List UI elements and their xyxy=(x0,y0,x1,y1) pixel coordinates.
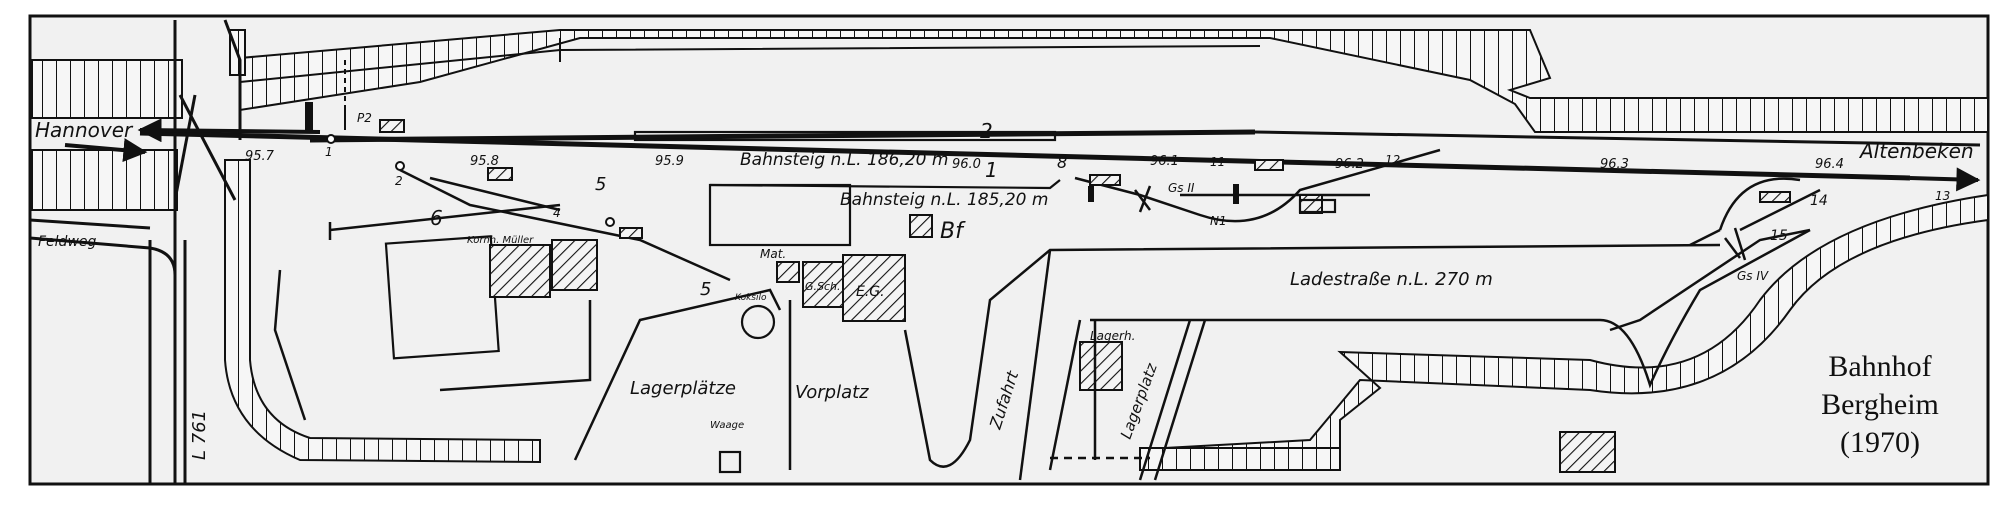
label-mat: Mat. xyxy=(760,247,786,261)
label-p2: P2 xyxy=(357,111,372,125)
siding-15 xyxy=(1609,228,1811,332)
label-lagerh: Lagerh. xyxy=(1090,329,1135,343)
label-hannover: Hannover xyxy=(35,118,134,142)
yard-roads xyxy=(273,243,1721,481)
label-track-2: 2 xyxy=(980,119,993,143)
east-fence-curve xyxy=(1139,193,1989,471)
signals xyxy=(305,60,1791,261)
feldweg-road xyxy=(29,236,177,276)
side-tracks xyxy=(328,148,1821,389)
label-waage: Waage xyxy=(710,420,744,431)
label-track-5b: 5 xyxy=(700,279,711,300)
north-fence-strip xyxy=(239,29,1989,133)
signal-p2 xyxy=(305,102,313,130)
waage-box xyxy=(718,450,742,474)
label-gs2: Gs II xyxy=(1168,181,1195,195)
altenbeken-arrow xyxy=(1909,167,1981,192)
kornhaus-building xyxy=(489,244,551,298)
main-track-2 xyxy=(309,129,1256,143)
label-lagerplaetze: Lagerplätze xyxy=(630,378,736,399)
label-km-961: 96.1 xyxy=(1150,154,1179,169)
label-km-960: 96.0 xyxy=(952,157,981,172)
west-fence-blocks xyxy=(31,29,246,211)
label-kornhaus: Kornh. Müller xyxy=(467,235,534,246)
label-feldweg: Feldweg xyxy=(38,234,97,250)
label-eg: E.G. xyxy=(856,284,885,300)
label-switch-12: 12 xyxy=(1385,153,1400,167)
label-km-957: 95.7 xyxy=(245,149,275,164)
caption-line-2: Bergheim xyxy=(1821,388,1939,421)
hannover-arrow-up xyxy=(137,118,321,143)
main-track-2-east xyxy=(1254,130,1981,147)
label-road: L 761 xyxy=(189,410,210,460)
eg-building xyxy=(842,254,906,322)
bf-icon-box xyxy=(909,214,933,238)
caption-line-3: (1970) xyxy=(1840,426,1920,459)
label-track-1: 1 xyxy=(985,158,998,182)
feldweg-road-edge xyxy=(29,218,151,230)
road-l761 xyxy=(148,19,541,484)
label-switch-4: 4 xyxy=(553,206,561,220)
label-km-964: 96.4 xyxy=(1815,157,1844,172)
label-switch-13: 13 xyxy=(1935,189,1950,203)
label-track-5: 5 xyxy=(595,174,606,195)
text-labels: Hannover Altenbeken 2 1 5 5 6 1 2 4 8 11… xyxy=(35,111,1974,460)
track-5-siding xyxy=(399,168,731,282)
label-koksilo: Koksilo xyxy=(735,293,767,303)
hannover-arrow-in xyxy=(64,138,148,163)
label-platform-1: Bahnsteig n.L. 186,20 m xyxy=(740,150,948,170)
label-gs4: Gs IV xyxy=(1737,269,1769,283)
label-km-962: 96.2 xyxy=(1335,157,1364,172)
label-km-959: 95.9 xyxy=(655,154,684,169)
buildings xyxy=(384,183,1616,474)
east-building xyxy=(1559,431,1616,473)
small-shed xyxy=(1299,194,1323,214)
label-altenbeken: Altenbeken xyxy=(1858,139,1974,163)
label-switch-2: 2 xyxy=(395,174,403,188)
label-switch-14: 14 xyxy=(1810,193,1828,209)
label-switch-8: 8 xyxy=(1057,153,1067,172)
label-km-963: 96.3 xyxy=(1600,157,1629,172)
east-switch-track xyxy=(1739,188,1821,232)
gsch-building xyxy=(802,261,844,308)
caption-line-1: Bahnhof xyxy=(1828,350,1931,383)
track-6-siding xyxy=(329,203,561,232)
label-vorplatz: Vorplatz xyxy=(795,382,869,403)
label-gsch: G.Sch. xyxy=(805,280,841,293)
label-switch-11: 11 xyxy=(1210,155,1225,169)
main-tracks xyxy=(64,94,1981,201)
label-bf: Bf xyxy=(940,219,966,244)
label-track-6: 6 xyxy=(430,206,443,230)
label-switch-15: 15 xyxy=(1770,228,1788,244)
loading-track xyxy=(1090,228,1811,389)
label-km-958: 95.8 xyxy=(470,154,499,169)
label-platform-2: Bahnsteig n.L. 185,20 m xyxy=(840,190,1048,210)
station-yard xyxy=(708,183,852,247)
label-ladestrasse: Ladestraße n.L. 270 m xyxy=(1290,269,1493,290)
map-frame xyxy=(28,14,1990,486)
label-switch-1: 1 xyxy=(325,145,333,159)
label-n1: N1 xyxy=(1210,214,1227,228)
koksilo-silo xyxy=(740,304,776,340)
mat-building xyxy=(776,261,800,283)
lagerhaus-building xyxy=(1079,341,1123,391)
platform-1 xyxy=(633,130,1057,142)
